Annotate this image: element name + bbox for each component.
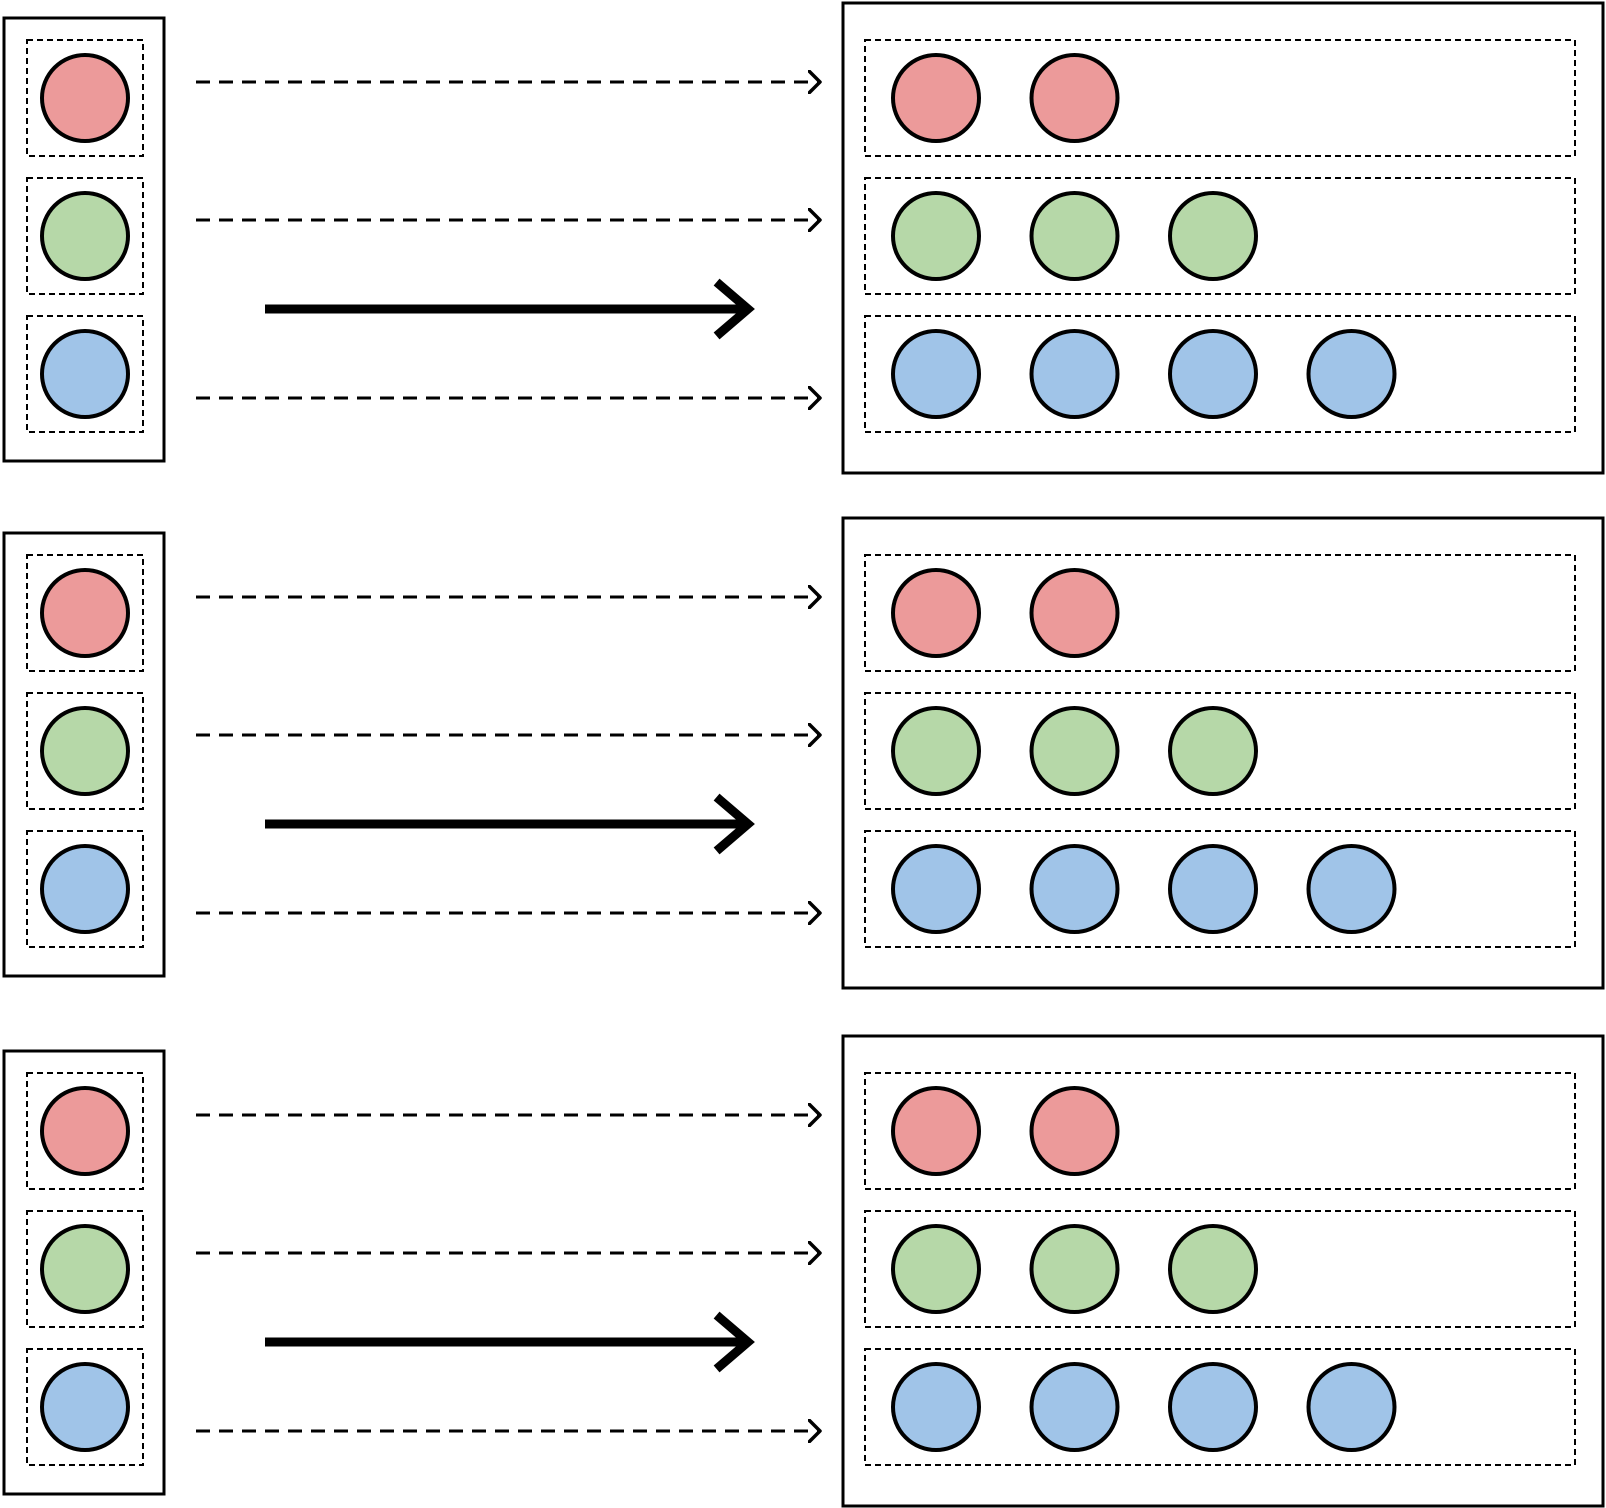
input-slot-green	[26, 1210, 144, 1328]
input-slot-blue	[26, 315, 144, 433]
input-green-circle	[40, 191, 130, 281]
output-red-circle	[1029, 568, 1120, 658]
output-blue-circle	[1029, 329, 1120, 419]
output-red-circle	[891, 568, 981, 658]
output-blue-circle	[1029, 844, 1120, 934]
panel-2	[2, 516, 1605, 990]
panel-3	[2, 1034, 1605, 1508]
input-slot-blue	[26, 1348, 144, 1466]
main-arrow-head	[713, 793, 755, 855]
output-green-circle	[891, 706, 981, 796]
input-red-circle	[40, 1086, 130, 1176]
output-green-circle	[1029, 1224, 1120, 1314]
input-red-circle	[40, 53, 130, 143]
output-green-circle	[1029, 706, 1120, 796]
output-row-blue	[864, 1348, 1576, 1466]
input-slot-green	[26, 692, 144, 810]
output-blue-circle	[891, 329, 981, 419]
output-row-red	[864, 1072, 1576, 1190]
output-red-circle	[1029, 1086, 1120, 1176]
output-red-circle	[1029, 53, 1120, 143]
input-container	[2, 16, 166, 463]
input-container	[2, 1049, 166, 1496]
output-blue-circle	[1168, 844, 1258, 934]
output-blue-circle	[1168, 1362, 1258, 1452]
output-red-circle	[891, 53, 981, 143]
input-container	[2, 531, 166, 978]
output-row-red	[864, 39, 1576, 157]
output-container	[841, 516, 1605, 990]
output-row-blue	[864, 830, 1576, 948]
input-blue-circle	[40, 329, 130, 419]
output-green-circle	[1168, 1224, 1258, 1314]
main-arrow-head	[713, 278, 755, 340]
output-blue-circle	[891, 844, 981, 934]
output-blue-circle	[1168, 329, 1258, 419]
output-row-red	[864, 554, 1576, 672]
input-green-circle	[40, 706, 130, 796]
panel-1	[2, 1, 1605, 475]
output-green-circle	[1029, 191, 1120, 281]
output-green-circle	[1168, 191, 1258, 281]
output-row-green	[864, 1210, 1576, 1328]
output-green-circle	[891, 191, 981, 281]
output-row-blue	[864, 315, 1576, 433]
input-green-circle	[40, 1224, 130, 1314]
output-row-green	[864, 177, 1576, 295]
output-green-circle	[891, 1224, 981, 1314]
output-row-green	[864, 692, 1576, 810]
input-blue-circle	[40, 844, 130, 934]
input-slot-red	[26, 1072, 144, 1190]
input-slot-red	[26, 39, 144, 157]
output-blue-circle	[1306, 1362, 1397, 1452]
main-arrow-head	[713, 1311, 755, 1373]
input-slot-green	[26, 177, 144, 295]
input-slot-red	[26, 554, 144, 672]
output-green-circle	[1168, 706, 1258, 796]
output-blue-circle	[1306, 844, 1397, 934]
output-container	[841, 1, 1605, 475]
input-blue-circle	[40, 1362, 130, 1452]
output-blue-circle	[1306, 329, 1397, 419]
input-red-circle	[40, 568, 130, 658]
output-container	[841, 1034, 1605, 1508]
output-red-circle	[891, 1086, 981, 1176]
output-blue-circle	[1029, 1362, 1120, 1452]
input-slot-blue	[26, 830, 144, 948]
output-blue-circle	[891, 1362, 981, 1452]
